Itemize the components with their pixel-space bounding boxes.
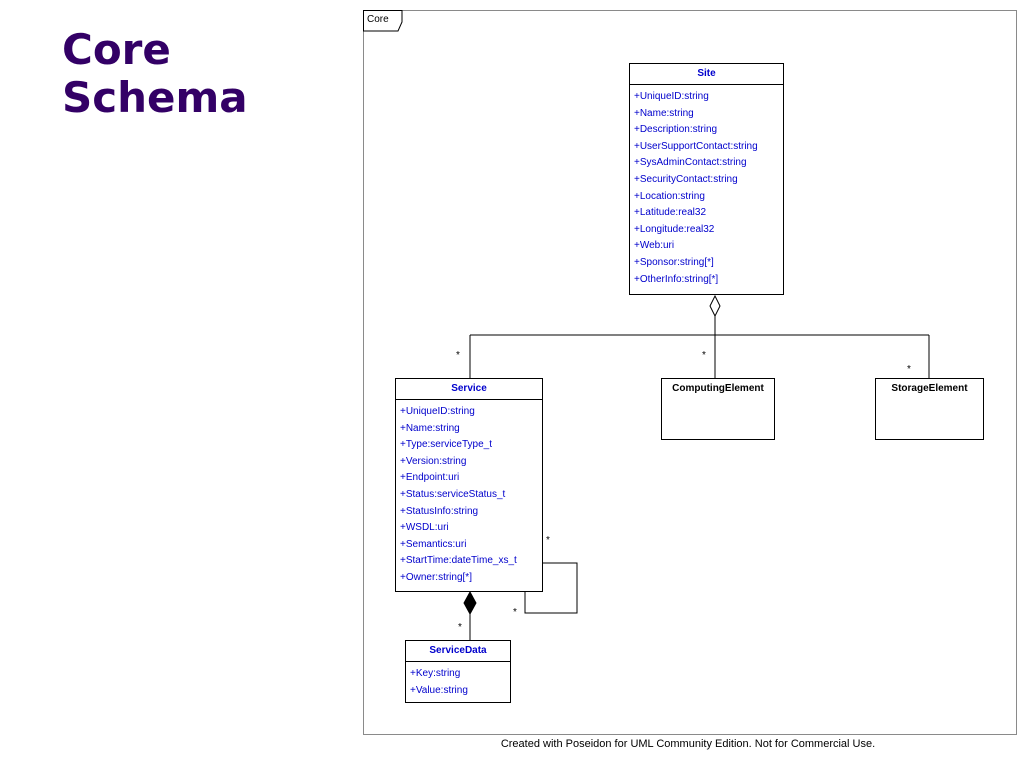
class-computing-element[interactable]: ComputingElement (661, 378, 775, 440)
attribute: +Latitude:real32 (634, 207, 707, 219)
attribute: +Description:string (634, 124, 718, 136)
multiplicity-self-bottom: * (513, 607, 517, 618)
attribute: +Semantics:uri (400, 538, 467, 550)
class-storage-element-name: StorageElement (891, 383, 968, 394)
self-association-line (524, 562, 578, 614)
class-site-attributes: +UniqueID:string +Name:string +Descripti… (630, 85, 783, 288)
class-service-data-name: ServiceData (406, 641, 510, 662)
class-storage-element[interactable]: StorageElement (875, 378, 984, 440)
class-service-name: Service (396, 379, 542, 400)
attribute: +Name:string (400, 422, 460, 434)
attribute: +Endpoint:uri (400, 472, 460, 484)
attribute: +UserSupportContact:string (634, 140, 758, 152)
attribute: +UniqueID:string (634, 91, 709, 102)
class-service-data-attributes: +Key:string +Value:string (406, 662, 510, 699)
package-label: Core (367, 14, 389, 25)
aggregation-diamond (709, 294, 721, 318)
attribute: +SysAdminContact:string (634, 157, 747, 169)
attribute: +StatusInfo:string (400, 505, 479, 517)
class-computing-element-name: ComputingElement (672, 383, 764, 394)
package-tab (363, 10, 403, 32)
footer-text: Created with Poseidon for UML Community … (500, 738, 876, 750)
attribute: +Longitude:real32 (634, 223, 715, 235)
class-site[interactable]: Site +UniqueID:string +Name:string +Desc… (629, 63, 784, 295)
attribute: +SecurityContact:string (634, 173, 738, 185)
attribute: +Sponsor:string[*] (634, 256, 714, 268)
attribute: +Status:serviceStatus_t (400, 488, 506, 500)
attribute: +WSDL:uri (400, 522, 449, 534)
title-line-2: Schema (62, 73, 248, 122)
multiplicity-site-service: * (456, 350, 460, 361)
attribute: +Value:string (410, 684, 468, 696)
attribute: +Location:string (634, 190, 705, 202)
package-frame (363, 10, 1017, 735)
multiplicity-self-top: * (546, 535, 550, 546)
attribute: +Web:uri (634, 240, 675, 252)
title-line-1: Core (62, 25, 171, 74)
attribute: +StartTime:dateTime_xs_t (400, 555, 517, 567)
composition-diamond (463, 590, 477, 616)
class-service-data[interactable]: ServiceData +Key:string +Value:string (405, 640, 511, 703)
multiplicity-service-servicedata: * (458, 622, 462, 633)
attribute: +Name:string (634, 107, 694, 119)
class-service[interactable]: Service +UniqueID:string +Name:string +T… (395, 378, 543, 592)
attribute: +Version:string (400, 455, 467, 467)
multiplicity-site-storage: * (907, 364, 911, 375)
multiplicity-site-computing: * (702, 350, 706, 361)
class-service-attributes: +UniqueID:string +Name:string +Type:serv… (396, 400, 542, 587)
class-site-name: Site (630, 64, 783, 85)
attribute: +Type:serviceType_t (400, 439, 492, 451)
attribute: +OtherInfo:string[*] (634, 273, 719, 285)
footer-note: Created with Poseidon for UML Community … (0, 738, 1024, 750)
attribute: +Owner:string[*] (400, 571, 472, 583)
attribute: +Key:string (410, 668, 461, 679)
attribute: +UniqueID:string (400, 406, 475, 417)
slide-title: Core Schema (62, 26, 248, 122)
